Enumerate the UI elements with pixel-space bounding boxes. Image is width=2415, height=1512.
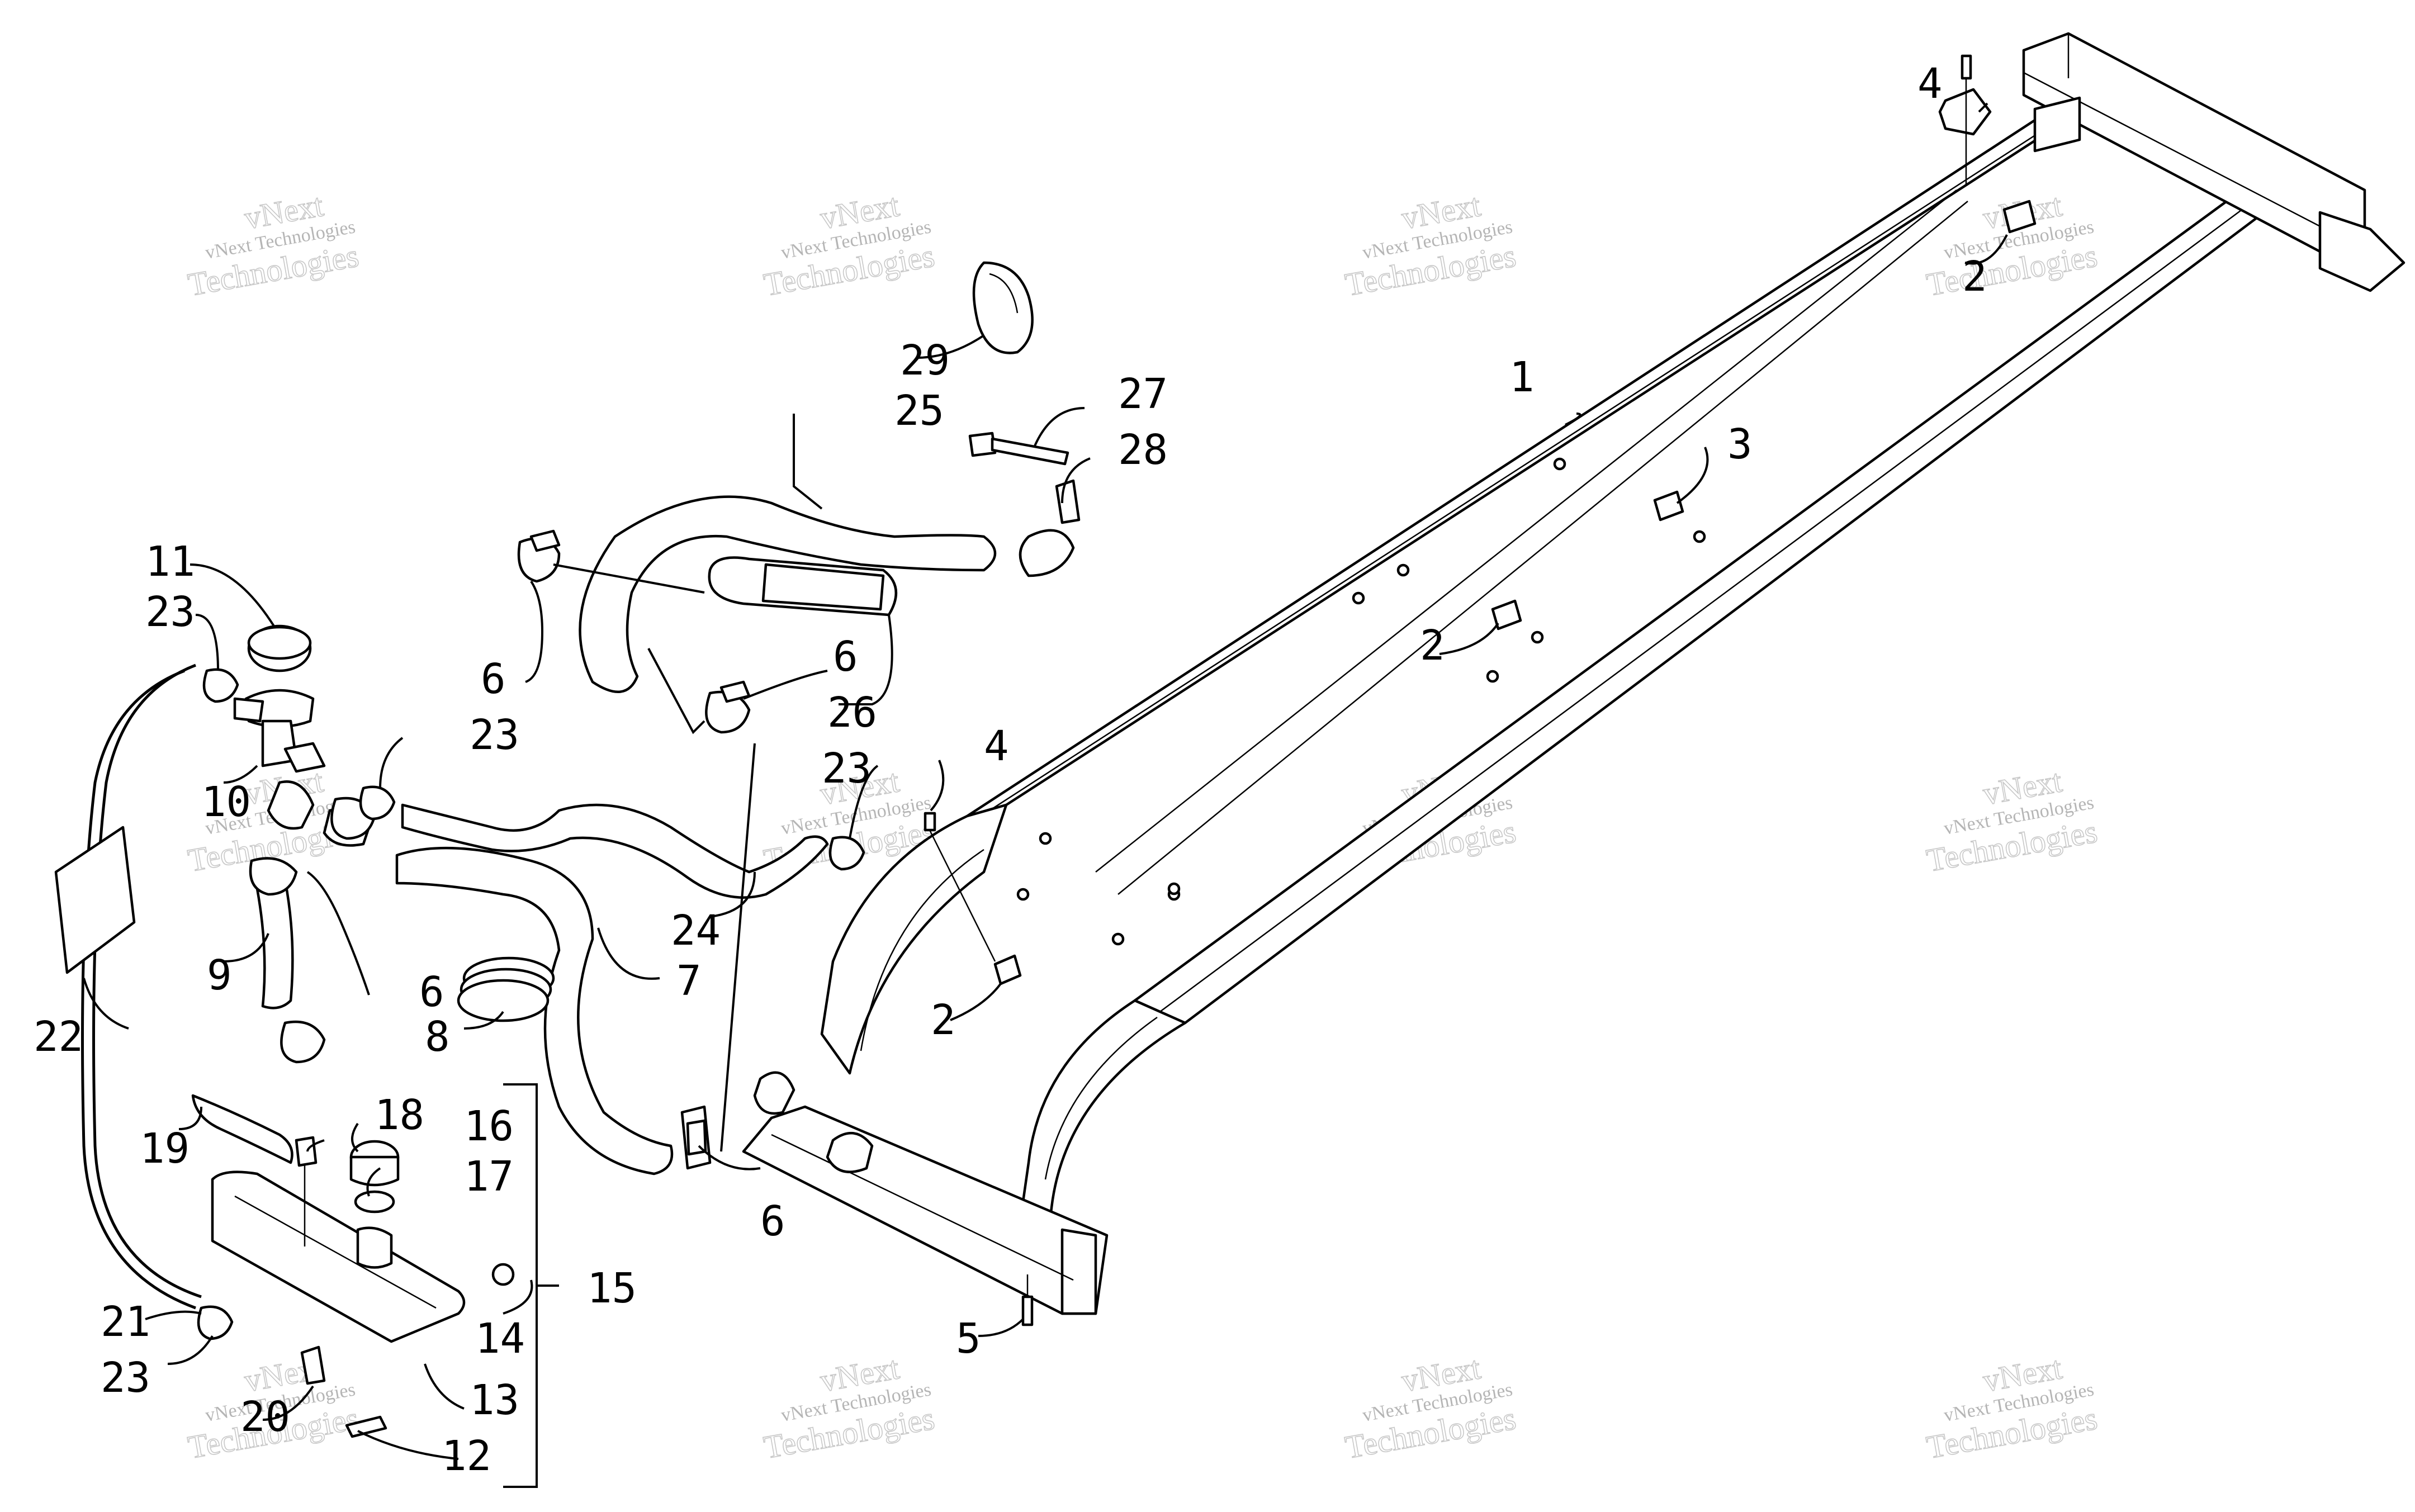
callout-18: 18 (375, 1091, 424, 1139)
callout-21: 21 (101, 1298, 150, 1346)
callout-20: 20 (240, 1393, 290, 1441)
callout-23: 23 (145, 588, 195, 636)
callout-27: 27 (1118, 370, 1168, 418)
callout-2: 2 (1420, 622, 1445, 670)
callout-2: 2 (1962, 253, 1987, 301)
coolant-hoses (81, 495, 997, 1310)
callout-1: 1 (1509, 353, 1535, 401)
callout-22: 22 (34, 1013, 83, 1061)
callout-6: 6 (760, 1197, 785, 1245)
tag-label (54, 826, 136, 974)
callout-4: 4 (1917, 60, 1943, 108)
callout-23: 23 (470, 711, 519, 759)
callout-29: 29 (900, 336, 950, 385)
callout-16: 16 (464, 1102, 514, 1150)
callout-7: 7 (676, 957, 702, 1005)
hose-clamps (197, 261, 1081, 1340)
callout-10: 10 (201, 778, 251, 826)
callout-23: 23 (101, 1354, 150, 1402)
callout-6: 6 (481, 655, 506, 703)
callout-13: 13 (470, 1376, 519, 1424)
callout-5: 5 (956, 1315, 981, 1363)
callout-4: 4 (984, 722, 1009, 770)
callout-15: 15 (587, 1264, 637, 1312)
callout-24: 24 (671, 907, 721, 955)
coolant-bottle-assembly (211, 1136, 515, 1438)
callout-2: 2 (931, 996, 956, 1044)
callout-28: 28 (1118, 426, 1168, 474)
callout-17: 17 (464, 1153, 514, 1201)
callout-12: 12 (442, 1432, 491, 1480)
callout-9: 9 (207, 951, 232, 999)
tunnel-rail-assembly (742, 32, 2405, 1315)
callout-14: 14 (475, 1315, 525, 1363)
callout-6: 6 (833, 633, 858, 681)
leader-lines (83, 102, 2008, 1488)
callout-26: 26 (827, 689, 877, 737)
callout-8: 8 (425, 1013, 450, 1061)
tunnel-hardware (924, 54, 2037, 1326)
callout-19: 19 (140, 1125, 190, 1173)
callout-25: 25 (894, 387, 944, 435)
callout-11: 11 (145, 538, 195, 586)
callout-6: 6 (419, 968, 444, 1016)
callout-3: 3 (1727, 420, 1753, 468)
callout-23: 23 (822, 745, 872, 793)
